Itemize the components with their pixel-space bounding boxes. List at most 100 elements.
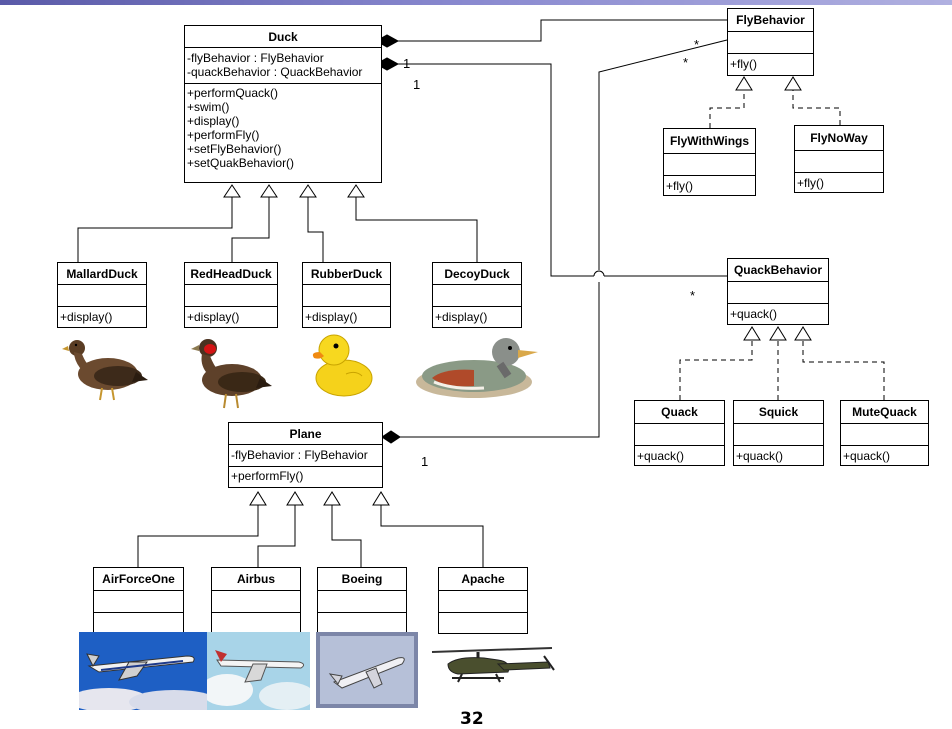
interface-quackbehavior[interactable]: QuackBehavior +quack(): [727, 258, 829, 325]
class-flynoway[interactable]: FlyNoWay +fly(): [794, 125, 884, 193]
assoc-duck-quack-hop: [593, 270, 605, 277]
class-attributes: -flyBehavior : FlyBehavior -quackBehavio…: [185, 48, 381, 84]
class-decoyduck[interactable]: DecoyDuck +display(): [432, 262, 522, 328]
assoc-duck-quack: [398, 63, 594, 277]
operation: +swim(): [187, 100, 230, 114]
class-redheadduck[interactable]: RedHeadDuck +display(): [184, 262, 278, 328]
multiplicity-label: *: [690, 288, 696, 303]
attribute: -flyBehavior : FlyBehavior: [231, 448, 368, 462]
class-name: Squick: [734, 401, 823, 424]
class-boeing[interactable]: Boeing: [317, 567, 407, 634]
class-attributes: [94, 591, 183, 613]
gen-decoy: [355, 197, 478, 262]
gen-apache: [380, 505, 484, 567]
class-name: MallardDuck: [58, 263, 146, 285]
class-attributes: [58, 285, 146, 307]
class-flywithwings[interactable]: FlyWithWings +fly(): [663, 128, 756, 196]
class-attributes: [433, 285, 521, 307]
multiplicity-label: 1: [413, 77, 421, 92]
operation: +performFly(): [187, 128, 260, 142]
gen-airforceone: [137, 505, 259, 567]
class-operations: +fly(): [664, 176, 755, 193]
class-name: Quack: [635, 401, 724, 424]
operation: +display(): [60, 310, 113, 324]
class-operations: +performQuack() +swim() +display() +perf…: [185, 84, 381, 170]
class-name: DecoyDuck: [433, 263, 521, 285]
operation: +display(): [187, 114, 240, 128]
class-rubberduck[interactable]: RubberDuck +display(): [302, 262, 391, 328]
operation: +quack(): [637, 449, 685, 463]
class-attributes: -flyBehavior : FlyBehavior: [229, 445, 382, 467]
real-quack: [679, 340, 753, 400]
decoy-duck-image: [416, 338, 538, 398]
interface-flybehavior[interactable]: FlyBehavior +fly(): [727, 8, 814, 76]
real-flywithwings: [709, 90, 745, 128]
class-operations: +display(): [58, 307, 146, 324]
class-operations: +display(): [433, 307, 521, 324]
class-name: Duck: [185, 26, 381, 48]
class-mutequack[interactable]: MuteQuack +quack(): [840, 400, 929, 466]
operation: +display(): [305, 310, 358, 324]
class-name: Plane: [229, 423, 382, 445]
airbus-image: [207, 632, 310, 710]
class-name: QuackBehavior: [728, 259, 828, 282]
tri-airforceone: [249, 491, 267, 506]
class-operations: +quack(): [734, 446, 823, 463]
class-attributes: [212, 591, 300, 613]
gen-redhead: [231, 197, 270, 262]
class-plane[interactable]: Plane -flyBehavior : FlyBehavior +perfor…: [228, 422, 383, 488]
class-operations: +quack(): [635, 446, 724, 463]
gen-boeing: [331, 505, 362, 567]
class-name: AirForceOne: [94, 568, 183, 591]
class-name: FlyWithWings: [664, 129, 755, 154]
assoc-plane-fly: [400, 282, 600, 438]
rubber-duck-image: [312, 334, 373, 397]
class-operations: +display(): [185, 307, 277, 324]
class-name: Apache: [439, 568, 527, 591]
multiplicity-label: 1: [403, 56, 411, 71]
tri-mutequack: [794, 326, 812, 341]
class-operations: +quack(): [728, 304, 828, 321]
redhead-duck-image: [191, 339, 272, 409]
tri-boeing: [323, 491, 341, 506]
class-apache[interactable]: Apache: [438, 567, 528, 634]
class-airbus[interactable]: Airbus: [211, 567, 301, 634]
tri-redhead: [260, 184, 278, 198]
class-name: Boeing: [318, 568, 406, 591]
real-flynoway: [792, 90, 841, 125]
multiplicity-label: *: [683, 55, 689, 70]
operation: +performQuack(): [187, 86, 279, 100]
operation: +quack(): [843, 449, 891, 463]
operation: +fly(): [666, 179, 693, 193]
class-airforceone[interactable]: AirForceOne: [93, 567, 184, 634]
operation: +quack(): [736, 449, 784, 463]
tri-apache: [372, 491, 390, 506]
attribute: -flyBehavior : FlyBehavior: [187, 51, 324, 65]
class-name: FlyBehavior: [728, 9, 813, 32]
class-attributes: [318, 591, 406, 613]
class-operations: +display(): [303, 307, 390, 324]
class-squick[interactable]: Squick +quack(): [733, 400, 824, 466]
class-operations: +fly(): [795, 173, 883, 190]
class-attributes: [841, 424, 928, 446]
operation: +fly(): [730, 57, 757, 71]
gen-mallard: [77, 197, 233, 262]
tri-flywithwings: [735, 76, 753, 91]
gen-rubber: [307, 197, 324, 262]
tri-airbus: [286, 491, 304, 506]
multiplicity-label: *: [694, 37, 700, 52]
class-operations: +quack(): [841, 446, 928, 463]
page-number: 32: [460, 709, 484, 729]
class-quack[interactable]: Quack +quack(): [634, 400, 725, 466]
class-attributes: [734, 424, 823, 446]
operation: +display(): [187, 310, 240, 324]
class-attributes: [664, 154, 755, 176]
class-mallardduck[interactable]: MallardDuck +display(): [57, 262, 147, 328]
class-operations: +performFly(): [229, 467, 382, 483]
tri-squick: [769, 326, 787, 341]
tri-rubber: [299, 184, 317, 198]
class-attributes: [795, 151, 883, 173]
class-duck[interactable]: Duck -flyBehavior : FlyBehavior -quackBe…: [184, 25, 382, 183]
class-attributes: [303, 285, 390, 307]
